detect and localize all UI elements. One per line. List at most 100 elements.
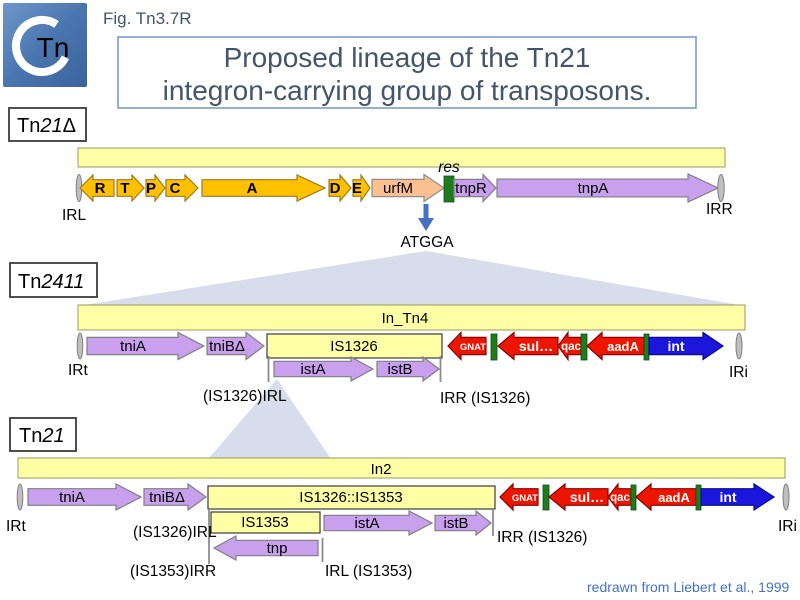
res-site-label: res (438, 159, 460, 176)
gene-label-tnpR: tnpR (455, 180, 487, 197)
is1326-box (266, 333, 443, 359)
tn2411-bar-label: In_Tn4 (382, 310, 429, 327)
tn21delta-name-number: 21 (39, 115, 62, 137)
cassette-arrow-qac-tn21 (607, 482, 632, 512)
lineage-wedge-tn2411-to-tn21 (208, 379, 331, 459)
gene-label-tniA-tn21: tniA (59, 489, 85, 506)
gene-label-E: E (352, 180, 362, 197)
is1326-irl-label-tn21: (IS1326)IRL (133, 524, 217, 541)
attc-site-2-tn21 (630, 484, 637, 511)
is1353-box (210, 511, 321, 534)
tn21delta-backbone-bar (77, 147, 726, 168)
irt-marker-tn21 (16, 483, 24, 511)
attc-site-3-tn2411 (643, 333, 650, 361)
is1353-irr-label: (IS1353)IRR (130, 563, 216, 580)
attc-site-3-tn21 (695, 484, 702, 511)
gene-label-tniB-tn21: tniBΔ (149, 489, 185, 506)
section-box-tn21 (9, 417, 77, 452)
section-box-tn21delta (8, 107, 87, 142)
gene-arrow-T (116, 173, 145, 203)
gene-arrow-istB-tn21 (434, 509, 492, 537)
tn21-backbone-bar (17, 457, 786, 479)
attc-site-1-tn21 (542, 484, 550, 511)
insertion-point-arrowhead-icon (418, 218, 434, 231)
cassette-arrow-aadA-tn21 (635, 482, 697, 512)
attc-site-1-tn2411 (490, 333, 498, 361)
gene-arrow-int-tn2411 (648, 331, 725, 361)
gene-arrow-istA-tn2411 (273, 355, 375, 383)
attc-site-2-tn2411 (580, 333, 588, 361)
irr-label: IRR (706, 201, 733, 218)
is1353-irl-label: IRL (IS1353) (325, 563, 412, 580)
gene-label-int-tn2411: int (667, 338, 684, 354)
gene-label-istB-tn2411: istB (387, 361, 412, 378)
gene-arrow-tnp (212, 534, 319, 562)
section-name-tn2411: Tn2411 (18, 271, 84, 293)
tn21delta-name-prefix: Tn (17, 115, 40, 137)
gene-arrow-tnpR (453, 173, 497, 203)
res-site-box (443, 175, 455, 203)
gene-label-urfM: urfM (383, 180, 413, 197)
gene-label-int-tn21: int (719, 489, 736, 505)
attribution-text: redrawn from Liebert et al., 1999 (587, 579, 790, 595)
section-name-tn21: Tn21 (19, 425, 65, 447)
section-box-tn2411 (9, 262, 98, 298)
gene-arrow-tniA-tn2411 (86, 331, 206, 361)
cassette-label-sul-tn21: sul… (570, 489, 604, 505)
gene-label-P: P (146, 180, 156, 197)
tn21delta-name-suffix: Δ (63, 115, 76, 137)
gene-arrow-int-tn21 (700, 482, 776, 512)
gene-label-istA-tn2411: istA (300, 361, 325, 378)
cassette-label-qac-tn2411: qac (561, 341, 581, 353)
irr-marker (717, 174, 725, 202)
gene-arrow-E (352, 173, 371, 203)
gene-arrow-D (328, 173, 352, 203)
iri-marker-tn2411 (735, 332, 743, 360)
tn2411-name-number: 2411 (40, 271, 84, 293)
is1326-irr-label-tn2411: IRR (IS1326) (440, 390, 530, 407)
cassette-label-sul-tn2411: sul… (519, 338, 553, 354)
gene-arrow-P (145, 173, 166, 203)
cassette-label-aadA-tn2411: aadA (607, 339, 639, 354)
cassette-arrow-aadA-tn2411 (586, 331, 645, 361)
gene-arrow-tniB-tn2411 (206, 331, 265, 361)
irt-marker-tn2411 (76, 332, 84, 360)
cassette-arrow-gnat-tn21 (499, 482, 539, 512)
iri-label-tn21: IRi (778, 518, 797, 535)
gene-arrow-istB-tn2411 (376, 355, 440, 383)
gene-label-tniB-tn2411: tniBΔ (209, 338, 245, 355)
gene-label-R: R (95, 180, 106, 197)
iri-label-tn2411: IRi (729, 364, 748, 381)
tn2411-backbone-bar (77, 304, 746, 331)
section-name-tn21delta: Tn21Δ (17, 115, 76, 137)
figure-number-label: Fig. Tn3.7R (103, 9, 192, 28)
gene-label-tnp: tnp (267, 540, 288, 557)
gene-label-istA-tn21: istA (354, 515, 379, 532)
tn21-name-prefix: Tn (19, 425, 42, 447)
tn21-bar-label: In2 (371, 461, 392, 478)
insertion-site-sequence: ATGGA (400, 234, 454, 251)
cassette-label-aadA-tn21: aadA (658, 490, 690, 505)
irt-label-tn2411: IRt (68, 362, 89, 379)
is1326-irl-label-tn2411: (IS1326)IRL (203, 388, 287, 405)
cassette-arrow-sul-tn21 (548, 482, 609, 512)
gene-arrow-A (201, 174, 327, 202)
is1353-label: IS1353 (241, 514, 289, 531)
gene-arrow-tniB-tn21 (143, 482, 208, 512)
gene-arrow-tnpR-R (79, 173, 115, 203)
gene-label-C: C (170, 180, 181, 197)
gene-arrow-tniA-tn21 (27, 483, 143, 511)
gene-arrow-tnpA (496, 173, 720, 203)
lineage-wedge-tn21delta-to-tn2411 (78, 251, 745, 306)
cassette-arrow-sul-tn2411 (497, 331, 559, 361)
cassette-label-gnat-tn21: GNAT (512, 493, 538, 504)
cassette-arrow-gnat-tn2411 (447, 331, 487, 361)
tn2411-name-prefix: Tn (18, 271, 41, 293)
gene-arrow-istA-tn21 (323, 510, 434, 536)
cassette-arrow-qac-tn2411 (557, 330, 582, 362)
gene-label-D: D (330, 180, 341, 197)
slide-title-line1: Proposed lineage of the Tn21 (224, 42, 591, 73)
slide-title-line2: integron-carrying group of transposons. (163, 75, 652, 106)
